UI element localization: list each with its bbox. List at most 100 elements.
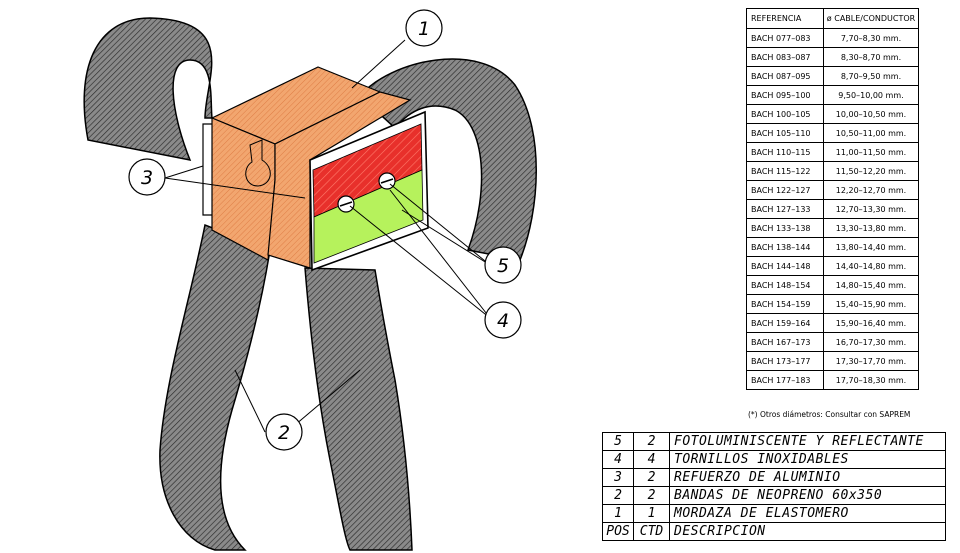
diameter-cell: 10,00–10,50 mm.	[823, 104, 919, 124]
description-cell: REFUERZO DE ALUMINIO	[669, 468, 946, 487]
diameter-cell: 12,70–13,30 mm.	[823, 199, 919, 219]
reference-cell: BACH 100–105	[746, 104, 824, 124]
neoprene-band-right	[358, 58, 537, 261]
callout-1-label: 1	[418, 18, 430, 40]
reference-cell: BACH 122–127	[746, 180, 824, 200]
diameter-cell: 15,40–15,90 mm.	[823, 294, 919, 314]
description-cell: MORDAZA DE ELASTOMERO	[669, 504, 946, 523]
diameter-cell: 16,70–17,30 mm.	[823, 332, 919, 352]
reference-cell: BACH 148–154	[746, 275, 824, 295]
reference-cell: BACH 105–110	[746, 123, 824, 143]
pos-cell: 1	[602, 504, 634, 523]
reference-table-header: REFERENCIA ø CABLE/CONDUCTOR	[746, 8, 919, 29]
diameter-cell: 9,50–10,00 mm.	[823, 85, 919, 105]
callout-5: 5	[484, 246, 522, 284]
leader-lines	[164, 39, 491, 433]
reference-cell: BACH 154–159	[746, 294, 824, 314]
callout-4-label: 4	[497, 310, 509, 332]
pos-cell: 5	[602, 432, 634, 451]
reference-cell: BACH 173–177	[746, 351, 824, 371]
diameter-cell: 8,70–9,50 mm.	[823, 66, 919, 86]
diameter-cell: 12,20–12,70 mm.	[823, 180, 919, 200]
reference-cell: BACH 144–148	[746, 256, 824, 276]
column-header-reference: REFERENCIA	[746, 8, 824, 29]
qty-cell: 2	[633, 468, 670, 487]
qty-cell: 4	[633, 450, 670, 469]
reference-cell: BACH 110–115	[746, 142, 824, 162]
diameter-cell: 13,80–14,40 mm.	[823, 237, 919, 257]
description-cell: BANDAS DE NEOPRENO 60x350	[669, 486, 946, 505]
column-header-qty: CTD	[633, 522, 670, 541]
reference-table: REFERENCIA ø CABLE/CONDUCTOR BACH 077–08…	[746, 8, 919, 390]
description-cell: TORNILLOS INOXIDABLES	[669, 450, 946, 469]
diameter-cell: 14,40–14,80 mm.	[823, 256, 919, 276]
qty-cell: 1	[633, 504, 670, 523]
clamp-tab	[245, 139, 271, 187]
callout-4: 4	[484, 301, 522, 339]
neoprene-band-right-leg	[304, 267, 413, 551]
description-cell: FOTOLUMINISCENTE Y REFLECTANTE	[669, 432, 946, 451]
diameter-cell: 17,30–17,70 mm.	[823, 351, 919, 371]
callout-2: 2	[265, 413, 303, 451]
reference-cell: BACH 087–095	[746, 66, 824, 86]
reference-cell: BACH 083–087	[746, 47, 824, 67]
column-header-description: DESCRIPCION	[669, 522, 946, 541]
callout-5-label: 5	[497, 255, 509, 277]
reference-cell: BACH 127–133	[746, 199, 824, 219]
reference-cell: BACH 095–100	[746, 85, 824, 105]
reinforcement-bracket	[202, 123, 212, 216]
callout-1: 1	[405, 9, 443, 47]
callout-3-label: 3	[141, 167, 153, 189]
reference-cell: BACH 159–164	[746, 313, 824, 333]
pos-cell: 2	[602, 486, 634, 505]
callout-2-label: 2	[278, 422, 290, 444]
diameter-cell: 11,00–11,50 mm.	[823, 142, 919, 162]
column-header-diameter: ø CABLE/CONDUCTOR	[823, 8, 919, 29]
neoprene-band-left	[83, 17, 213, 162]
neoprene-band-left-leg	[159, 223, 271, 551]
diameter-cell: 8,30–8,70 mm.	[823, 47, 919, 67]
diameter-cell: 17,70–18,30 mm.	[823, 370, 919, 390]
diameter-cell: 15,90–16,40 mm.	[823, 313, 919, 333]
reference-note: (*) Otros diámetros: Consultar con SAPRE…	[748, 410, 911, 419]
reference-cell: BACH 138–144	[746, 237, 824, 257]
assembly-drawing: 1 3 5 4 2	[83, 9, 537, 551]
reference-cell: BACH 167–173	[746, 332, 824, 352]
diameter-cell: 7,70–8,30 mm.	[823, 28, 919, 48]
pos-cell: 4	[602, 450, 634, 469]
pos-cell: 3	[602, 468, 634, 487]
qty-cell: 2	[633, 432, 670, 451]
qty-cell: 2	[633, 486, 670, 505]
diameter-cell: 14,80–15,40 mm.	[823, 275, 919, 295]
reference-cell: BACH 077–083	[746, 28, 824, 48]
callout-3: 3	[128, 158, 166, 196]
diameter-cell: 13,30–13,80 mm.	[823, 218, 919, 238]
parts-list-header: POS CTD DESCRIPCION	[602, 522, 946, 541]
clamp-front-face	[267, 91, 412, 269]
